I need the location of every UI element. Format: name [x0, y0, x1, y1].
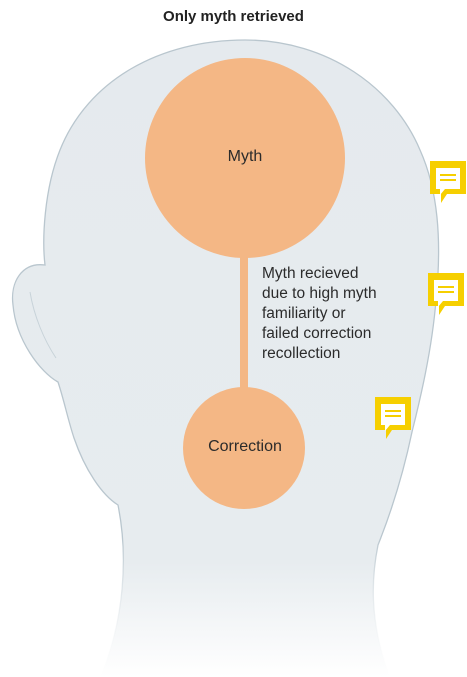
myth-circle	[145, 58, 345, 258]
note-line: Myth recieved	[262, 265, 359, 282]
note-line: recollection	[262, 345, 341, 362]
comment-icon[interactable]	[427, 272, 465, 316]
comment-icon[interactable]	[429, 160, 467, 204]
myth-label: Myth	[227, 148, 263, 165]
note-line: familiarity or	[262, 305, 346, 322]
figure-title: Only myth retrieved	[163, 8, 304, 25]
ear-detail	[29, 291, 57, 359]
note-line: failed correction	[262, 325, 372, 342]
correction-circle	[183, 387, 305, 509]
correction-label: Correction	[208, 438, 282, 455]
note-line: due to high myth	[262, 285, 377, 302]
explanation-note: Myth recieved due to high myth familiari…	[262, 264, 432, 364]
comment-icon[interactable]	[374, 396, 412, 440]
